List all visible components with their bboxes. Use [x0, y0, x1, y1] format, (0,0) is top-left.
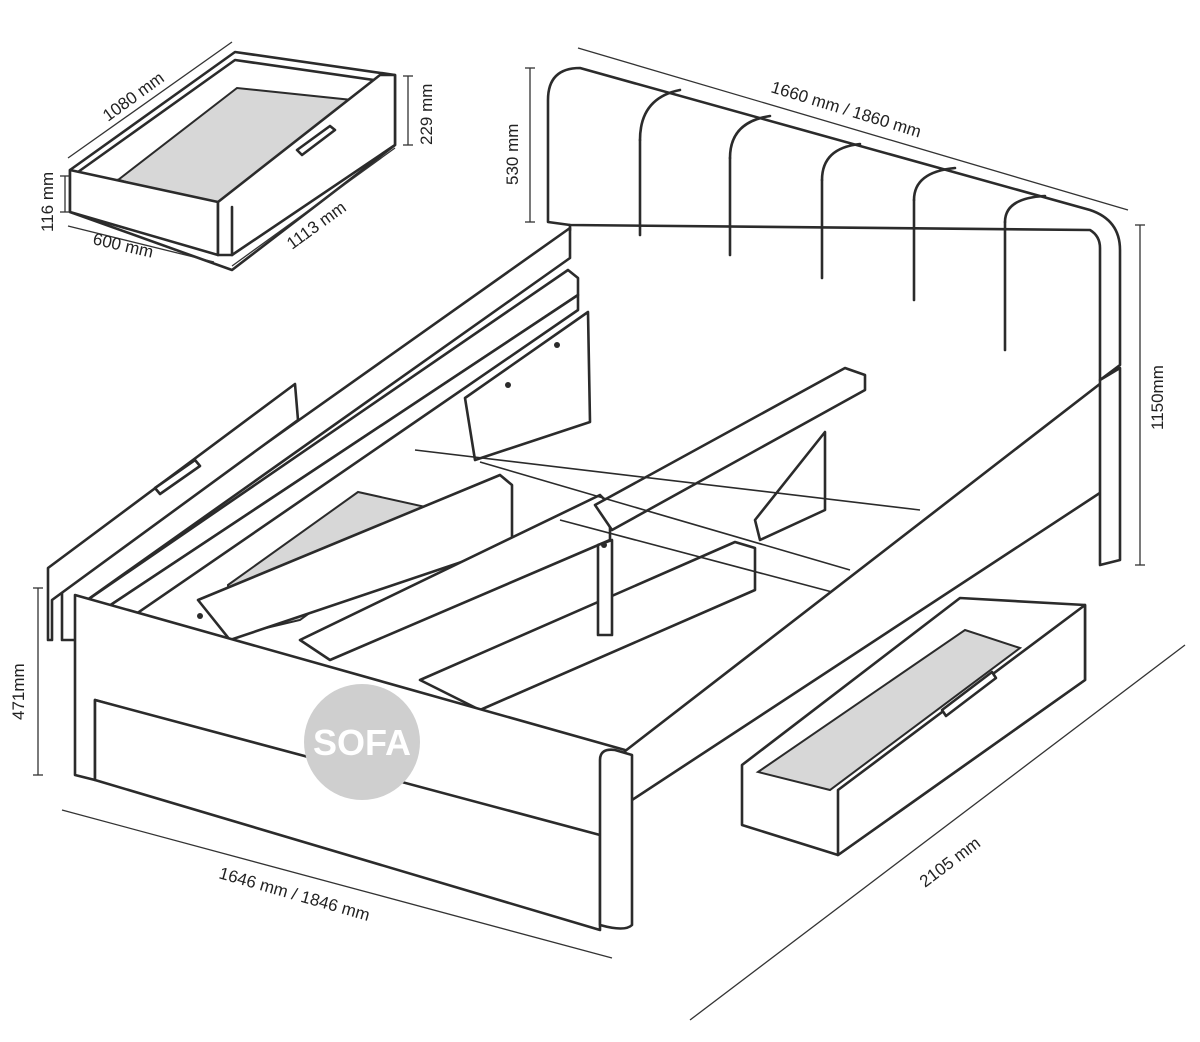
headboard-height-label: 530 mm: [503, 124, 522, 185]
drawer-total-height-label: 229 mm: [417, 84, 436, 145]
logo-text: SOFA: [313, 722, 411, 763]
bed-interior: [196, 310, 921, 712]
right-rail: [618, 366, 1122, 802]
total-height-label: 1150mm: [1148, 365, 1167, 430]
frame-height-label: 471mm: [9, 663, 28, 720]
side-rails: [46, 226, 580, 642]
sofa-logo: SOFA: [304, 684, 420, 800]
drawer-illustration: [68, 50, 397, 272]
drawer-height-label: 116 mm: [38, 172, 57, 232]
bed-drawer-open: [740, 596, 1087, 857]
headboard: [546, 66, 1122, 382]
bed-dimension-lines: [33, 47, 1186, 1021]
bed-length-label: 2105 mm: [916, 833, 984, 891]
drawer-dimension-lines: [60, 41, 413, 267]
